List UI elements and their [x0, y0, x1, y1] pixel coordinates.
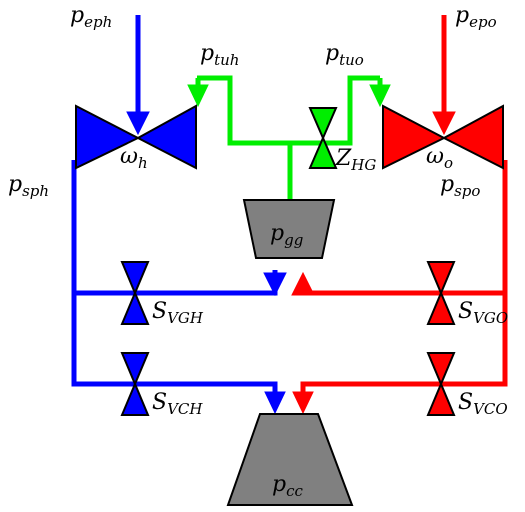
hydrogen-cc-feed: [268, 381, 278, 393]
z-hg-valve-top: [308, 107, 338, 141]
oxygen-pump-right: [441, 104, 504, 170]
label-s-vco: SVCO: [458, 390, 508, 418]
s-vco-valve-top: [426, 352, 456, 387]
turbine-exhaust-line: [197, 75, 380, 146]
s-vgo-valve-bottom: [426, 290, 456, 325]
z-hg-valve-bottom: [308, 135, 338, 169]
s-vch-valve-bottom: [120, 381, 150, 416]
label-p-epo: pepo: [455, 3, 497, 31]
oxygen-main-line: [308, 160, 508, 387]
label-p-eph: peph: [70, 3, 112, 31]
label-s-vgh: SVGH: [152, 299, 204, 327]
hydrogen-lines: [71, 15, 268, 387]
label-z-hg: ZHG: [335, 146, 376, 174]
hydrogen-cc-arrowhead: [264, 391, 286, 415]
hydrogen-pump-left: [75, 104, 141, 170]
label-omega-h: ωh: [120, 144, 148, 172]
hydrogen-gg-feed: [268, 270, 278, 296]
hydrogen-main-line: [71, 160, 268, 387]
label-s-vgo: SVGO: [458, 299, 508, 327]
label-p-cc: pcc: [272, 472, 303, 500]
label-p-tuo: ptuo: [325, 41, 364, 69]
combustion-chamber: [226, 413, 354, 506]
hydrogen-inlet-arrowhead: [126, 111, 150, 136]
label-p-gg: pgg: [270, 221, 303, 249]
oxygen-pump-left: [382, 104, 447, 170]
oxygen-lines: [308, 15, 508, 387]
gas-generator: [242, 199, 336, 259]
label-p-tuh: ptuh: [200, 41, 239, 69]
s-vgh-valve-bottom: [120, 290, 150, 325]
oxygen-cc-arrowhead: [292, 391, 314, 415]
s-vgo-valve-top: [426, 261, 456, 296]
s-vco-valve-bottom: [426, 381, 456, 416]
label-s-vch: SVCH: [152, 390, 203, 418]
s-vch-valve-top: [120, 352, 150, 387]
tuh-arrowhead: [187, 84, 209, 108]
tuo-arrowhead: [369, 84, 391, 108]
label-p-sph: psph: [8, 172, 49, 200]
label-p-spo: pspo: [440, 172, 480, 200]
hydrogen-pump-right: [135, 104, 197, 170]
turbine-lines: [197, 75, 380, 200]
oxygen-inlet-arrowhead: [432, 111, 456, 136]
s-vgh-valve-top: [120, 261, 150, 296]
oxygen-gg-feed: [300, 282, 308, 296]
oxygen-cc-feed: [300, 381, 308, 393]
label-omega-o: ωo: [426, 144, 453, 172]
